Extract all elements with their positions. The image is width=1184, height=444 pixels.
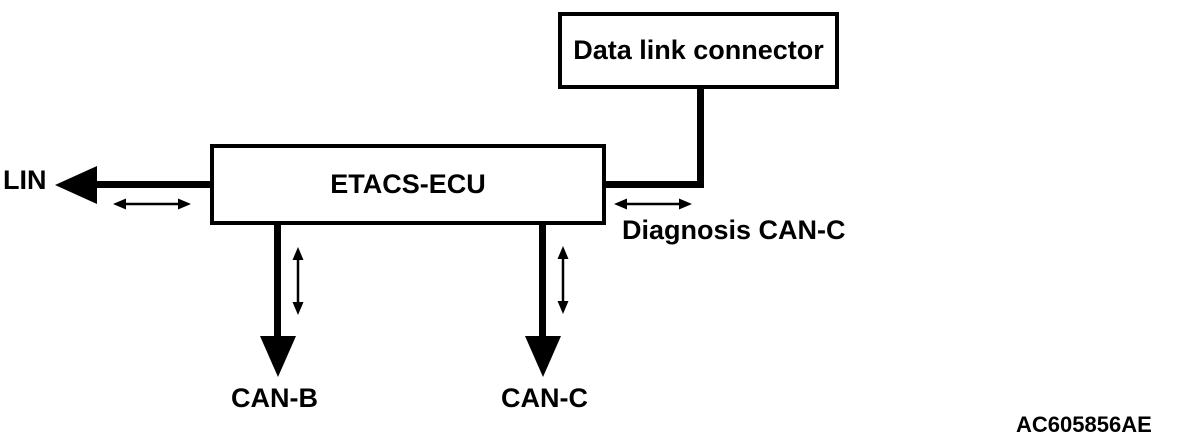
can-b-label: CAN-B — [231, 383, 318, 413]
lin-double-arrow-icon — [113, 198, 191, 210]
can-c-label: CAN-C — [501, 383, 588, 413]
diagnosis-can-c-label: Diagnosis CAN-C — [622, 215, 846, 245]
data-link-connector-box: Data link connector — [558, 12, 839, 89]
lin-bus-line — [95, 181, 211, 188]
figure-code: AC605856AE — [1016, 412, 1152, 437]
can-b-bus-line — [274, 224, 281, 338]
can-c-bus-line — [539, 224, 546, 338]
diagnosis-double-arrow-icon — [614, 198, 692, 210]
etacs-ecu-box: ETACS-ECU — [210, 144, 606, 225]
etacs-ecu-label: ETACS-ECU — [330, 169, 486, 199]
can-b-arrowhead-icon — [260, 336, 296, 377]
data-link-connector-label: Data link connector — [573, 35, 824, 65]
diagnosis-bus-line-horizontal — [604, 181, 704, 188]
can-c-double-arrow-icon — [557, 246, 569, 314]
can-c-arrowhead-icon — [525, 336, 561, 377]
lin-arrowhead-icon — [55, 166, 97, 204]
can-b-double-arrow-icon — [292, 247, 304, 315]
diagnosis-bus-line-vertical — [697, 87, 704, 185]
lin-label: LIN — [3, 165, 47, 195]
